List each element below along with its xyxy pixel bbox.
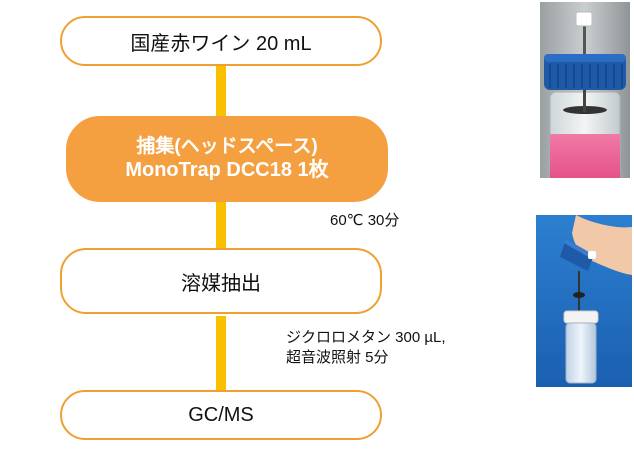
condition-note-1: 60℃ 30分 (330, 212, 400, 229)
connector-2 (216, 198, 226, 250)
photo-vial-heating (540, 2, 630, 178)
condition-note-2-line-2: 超音波照射 5分 (286, 349, 389, 367)
step-collection: 捕集(ヘッドスペース) MonoTrap DCC18 1枚 (66, 116, 388, 202)
connector-1 (216, 62, 226, 120)
step-extraction: 溶媒抽出 (60, 248, 382, 314)
photo-vial-opening (536, 215, 632, 387)
step-collection-label-2: MonoTrap DCC18 1枚 (125, 159, 329, 182)
connector-3 (216, 316, 226, 394)
condition-note-2: ジクロロメタン 300 µL, 超音波照射 5分 (286, 328, 446, 369)
step-analysis: GC/MS (60, 390, 382, 440)
condition-note-2-line-1: ジクロロメタン 300 µL, (286, 329, 446, 346)
step-analysis-label: GC/MS (188, 403, 254, 426)
step-sample: 国産赤ワイン 20 mL (60, 16, 382, 66)
step-sample-label: 国産赤ワイン 20 mL (130, 32, 312, 55)
step-extraction-label: 溶媒抽出 (181, 272, 261, 295)
step-collection-label-1: 捕集(ヘッドスペース) (136, 135, 318, 157)
